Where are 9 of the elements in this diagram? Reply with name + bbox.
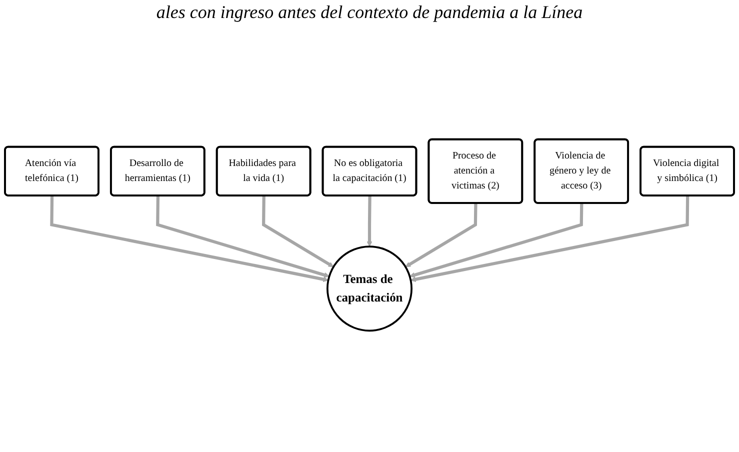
title: ales con ingreso antes del contexto de pandemia a la Línea	[155, 2, 584, 23]
node-circle: Temas de capacitación	[326, 246, 412, 332]
arrow	[405, 203, 478, 268]
arrow	[262, 196, 334, 268]
arrow	[366, 196, 372, 247]
arrow	[410, 196, 690, 282]
arrow	[50, 196, 329, 282]
arrow	[410, 203, 584, 278]
arrow	[156, 196, 330, 278]
